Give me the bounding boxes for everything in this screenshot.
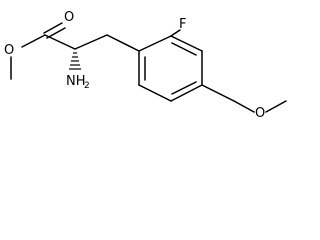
alpha-ch2-bond — [74, 34, 108, 50]
ester-oxygen-label: O — [4, 43, 14, 58]
ester-c-o-bond — [21, 34, 46, 48]
bond-layer — [10, 22, 287, 113]
aryl-o-bond — [201, 84, 235, 102]
carbonyl-alpha-bond — [44, 34, 76, 50]
fluorine-label: F — [179, 17, 186, 32]
c-f-bond — [170, 29, 181, 37]
molecule-structure: O O F NH 2 O — [3, 8, 287, 121]
ring-bond-5 — [138, 84, 172, 102]
methoxy-methyl-bond — [265, 100, 287, 113]
ring-bond-1 — [138, 35, 172, 52]
ring-double-inner-2 — [171, 42, 197, 56]
ring-bond-2 — [170, 35, 203, 52]
ester-carbonyl-oxygen-label: O — [64, 10, 74, 25]
carbonyl-double-bond-inner — [46, 27, 66, 39]
label-masks — [3, 8, 266, 120]
hashed-wedge-bond — [69, 52, 81, 70]
amine-h-subscript: 2 — [84, 81, 90, 91]
methoxy-o-bond — [233, 100, 255, 113]
ring-double-inner-3 — [171, 81, 197, 95]
amine-nitrogen-label: NH — [66, 74, 86, 89]
ch2-ring-bond — [106, 34, 140, 52]
ring-bond-4 — [170, 84, 203, 102]
methoxy-oxygen-label: O — [255, 106, 265, 121]
carbonyl-double-bond-outer — [43, 22, 63, 34]
